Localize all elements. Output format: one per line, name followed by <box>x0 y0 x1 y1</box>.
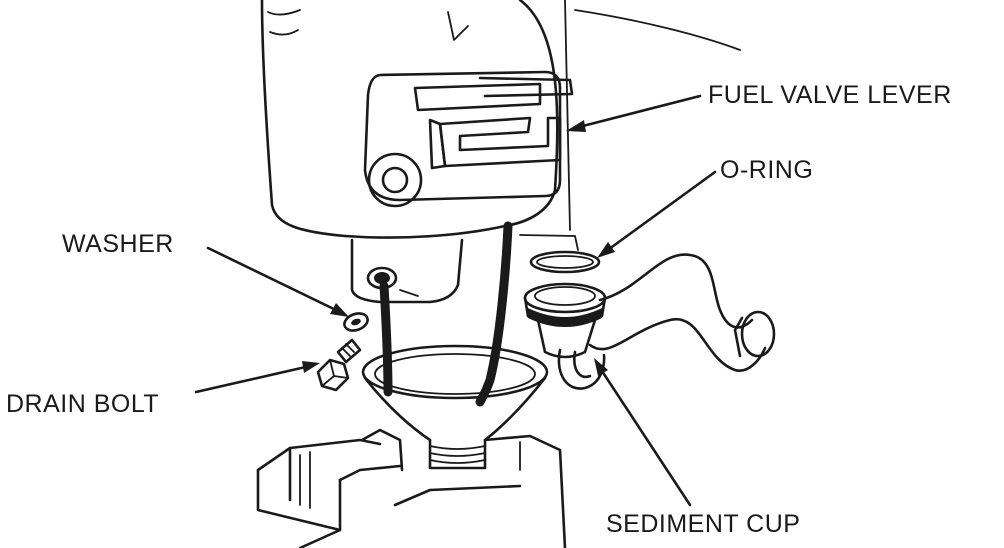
label-washer: WASHER <box>62 230 174 258</box>
valve-knob <box>367 152 423 208</box>
fuel-valve-lever-callout <box>566 94 702 132</box>
funnel <box>361 344 549 470</box>
label-o-ring: O-RING <box>720 156 813 184</box>
fuel-valve-body <box>363 70 574 208</box>
drain-bolt-callout <box>194 361 320 394</box>
washer <box>343 312 369 332</box>
carburetor-bowl <box>350 238 464 304</box>
fuel-tank-housing <box>260 0 741 251</box>
drain-bolt <box>316 338 362 392</box>
label-drain-bolt: DRAIN BOLT <box>6 390 159 418</box>
fuel-hose <box>557 253 776 390</box>
label-sediment-cup: SEDIMENT CUP <box>606 510 800 538</box>
sediment-cup-callout <box>594 358 692 507</box>
washer-callout <box>206 246 349 317</box>
fuel-streams <box>379 221 513 407</box>
fuel-valve-lever <box>428 116 562 170</box>
o-ring <box>529 250 601 274</box>
sediment-cup <box>523 282 607 359</box>
o-ring-callout <box>597 170 717 258</box>
fuel-can <box>256 428 567 548</box>
label-fuel-valve-lever: FUEL VALVE LEVER <box>708 81 952 109</box>
